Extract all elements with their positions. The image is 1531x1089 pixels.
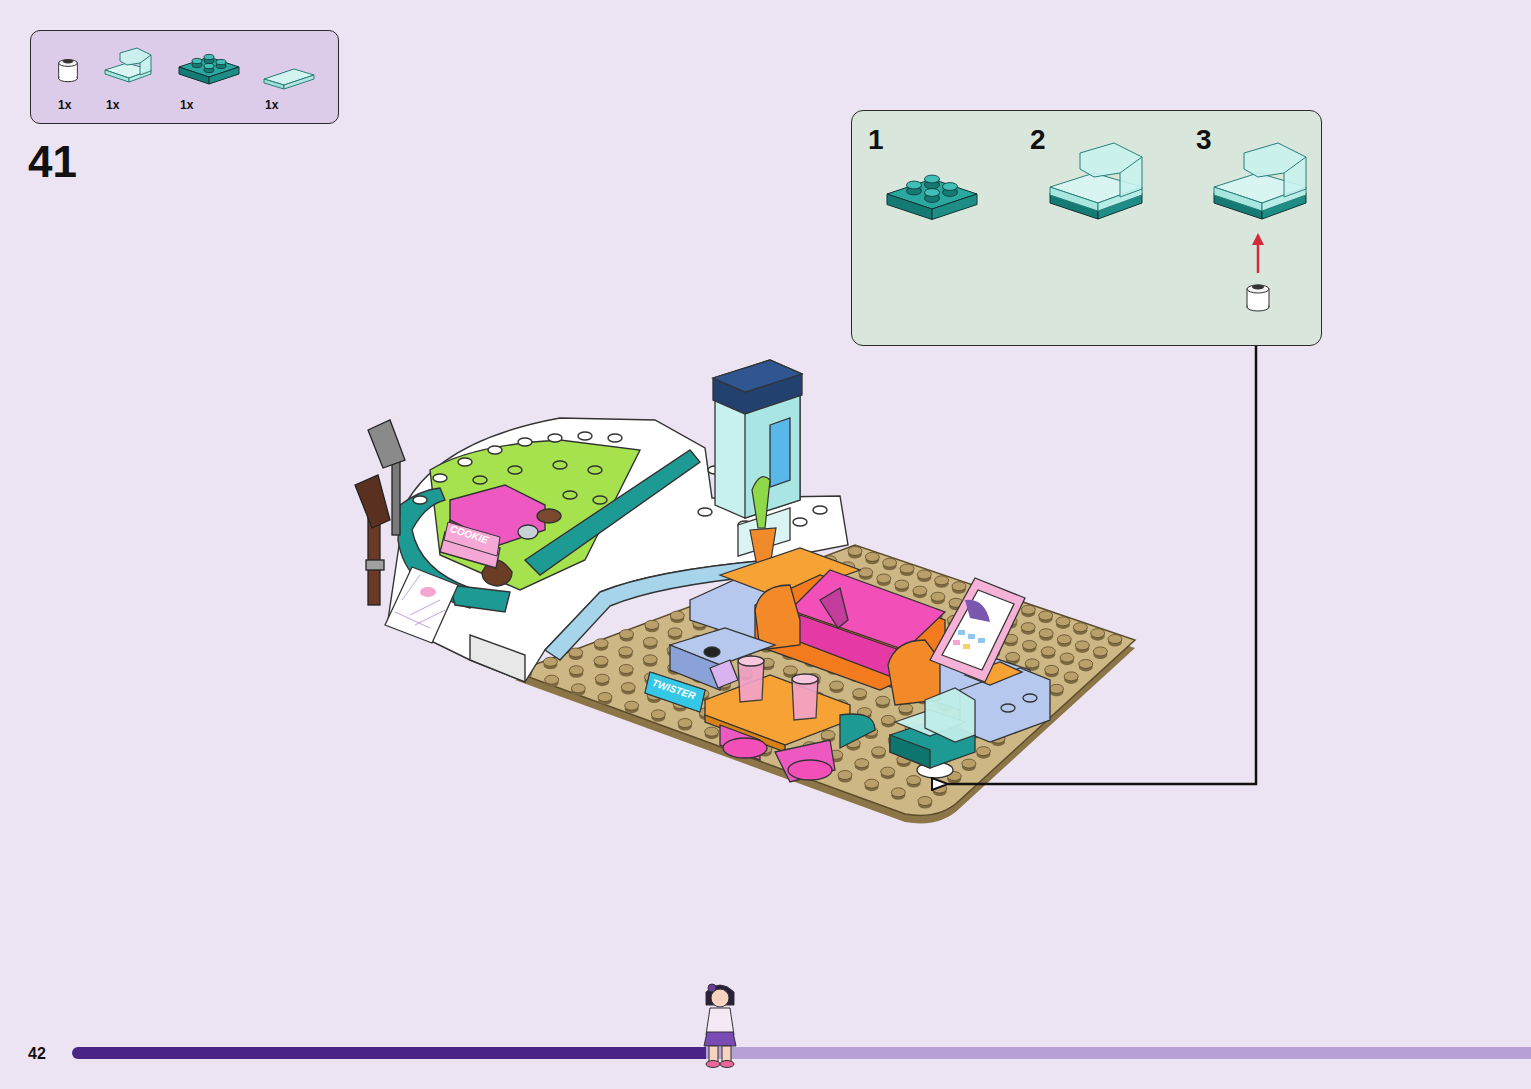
curved-wall <box>388 418 848 682</box>
page-number: 42 <box>28 1045 46 1063</box>
cookie-tile <box>444 522 500 556</box>
display-tower <box>713 360 802 556</box>
stud <box>545 675 559 687</box>
stud <box>668 628 682 640</box>
stud <box>855 759 869 771</box>
stud <box>1021 605 1035 617</box>
printed-tile-text: COOKIE <box>449 523 490 546</box>
substep-number: 1 <box>868 125 884 156</box>
stud <box>865 552 879 564</box>
stud <box>913 586 927 598</box>
stud <box>1108 635 1122 647</box>
stud <box>1064 672 1078 684</box>
coffee-table <box>645 628 875 782</box>
stud <box>1021 623 1035 635</box>
stud <box>598 693 612 705</box>
stud <box>571 684 585 696</box>
part-count: 1x <box>58 99 71 112</box>
stud <box>1073 623 1087 635</box>
stud <box>678 719 692 731</box>
stud <box>848 547 862 559</box>
step-number: 41 <box>28 138 77 186</box>
stud <box>620 630 634 642</box>
stud <box>1050 684 1064 696</box>
stud <box>931 592 945 604</box>
stud <box>543 657 557 669</box>
stud <box>952 582 966 594</box>
part-drawings <box>852 111 1323 347</box>
minifigure <box>704 984 736 1068</box>
stud <box>1057 635 1071 647</box>
stud <box>595 674 609 686</box>
stud <box>1041 647 1055 659</box>
stud <box>1060 653 1074 665</box>
tablet-sign <box>930 578 1025 682</box>
stud <box>651 710 665 722</box>
stud <box>619 665 633 677</box>
stud <box>933 784 947 796</box>
stud <box>918 797 932 809</box>
calendar-sign <box>385 567 458 643</box>
stud <box>643 637 657 649</box>
stud <box>838 771 852 783</box>
stud <box>619 647 633 659</box>
stud <box>625 701 639 713</box>
stud <box>621 683 635 695</box>
stud <box>1091 629 1105 641</box>
stud <box>1093 647 1107 659</box>
stud <box>594 639 608 651</box>
stud <box>1079 659 1093 671</box>
stud <box>865 779 879 791</box>
parts-list-panel: 1x 1x 1x 1x <box>30 30 339 124</box>
part-count: 1x <box>106 99 119 112</box>
stud <box>670 611 684 623</box>
stud <box>643 655 657 667</box>
substep-number: 3 <box>1196 125 1212 156</box>
stud <box>917 570 931 582</box>
stud <box>881 715 895 727</box>
stud <box>1039 629 1053 641</box>
stud <box>962 759 976 771</box>
stud <box>976 747 990 759</box>
stud <box>877 574 891 586</box>
stud <box>1045 665 1059 677</box>
stud <box>830 681 844 693</box>
stud <box>1056 617 1070 629</box>
stud <box>594 656 608 668</box>
glass-chair <box>890 688 975 778</box>
substep-panel: 1 2 3 <box>851 110 1322 346</box>
stud <box>569 648 583 660</box>
stud <box>569 666 583 678</box>
broom-and-shovel <box>355 420 405 605</box>
substep-number: 2 <box>1030 125 1046 156</box>
placement-arrow <box>948 346 1256 784</box>
part-count: 1x <box>180 99 193 112</box>
progress-done <box>72 1047 712 1059</box>
twister-tile <box>645 672 705 712</box>
stud <box>872 747 886 759</box>
stud <box>899 704 913 716</box>
printed-tile-text: TWISTER <box>651 677 697 701</box>
stud <box>1022 641 1036 653</box>
part-count: 1x <box>265 99 278 112</box>
stud <box>705 727 719 739</box>
stud <box>876 696 890 708</box>
stud <box>1075 641 1089 653</box>
stud <box>883 558 897 570</box>
progress-rest <box>706 1047 1531 1059</box>
stud <box>895 580 909 592</box>
stud <box>900 564 914 576</box>
stud <box>1039 611 1053 623</box>
stud <box>853 689 867 701</box>
stud <box>645 620 659 632</box>
stud <box>891 788 905 800</box>
stud <box>881 767 895 779</box>
stud <box>907 776 921 788</box>
stud <box>935 576 949 588</box>
